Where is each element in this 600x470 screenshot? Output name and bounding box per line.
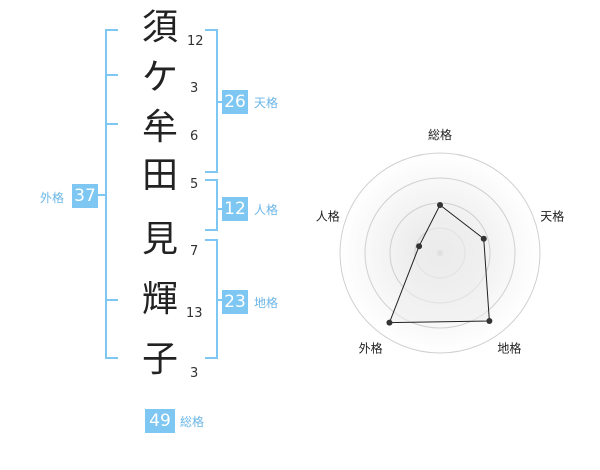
radar-ring — [339, 152, 541, 354]
name-char-3: 牟 — [141, 107, 178, 148]
name-char-2: ケ — [141, 57, 178, 98]
radar-point-4 — [386, 319, 393, 326]
gaikaku-label: 外格 — [40, 191, 65, 205]
stroke-count-1: 12 — [187, 34, 204, 49]
radar-axis-label-1: 総格 — [428, 127, 452, 142]
stroke-count-3: 6 — [190, 129, 199, 144]
radar-series-polygon — [388, 204, 490, 324]
soukaku-badge: 49 — [145, 409, 175, 433]
radar-point-3 — [486, 317, 493, 324]
jinkaku-badge: 12 — [222, 197, 248, 221]
radar-axis-label-5: 人格 — [316, 209, 340, 224]
name-char-7: 子 — [141, 339, 178, 380]
name-char-4: 田 — [141, 155, 178, 196]
name-char-6: 輝 — [141, 279, 178, 320]
stroke-count-7: 3 — [190, 366, 199, 381]
radar-axis-label-4: 外格 — [359, 340, 383, 355]
stroke-count-4: 5 — [190, 177, 199, 192]
chikaku-label: 地格 — [254, 296, 279, 310]
radar-point-1 — [437, 202, 443, 208]
name-char-1: 須 — [141, 7, 178, 48]
radar-ring — [364, 177, 516, 329]
soukaku-label: 総格 — [180, 415, 205, 429]
stroke-count-6: 13 — [186, 306, 203, 321]
tenkaku-label: 天格 — [254, 96, 279, 110]
chikaku-badge: 23 — [222, 290, 248, 314]
radar-point-5 — [416, 243, 423, 250]
radar-axis-label-3: 地格 — [497, 340, 521, 355]
tenkaku-badge: 26 — [222, 90, 248, 114]
radar-point-2 — [480, 235, 487, 242]
stroke-count-2: 3 — [190, 81, 199, 96]
gaikaku-badge: 37 — [72, 184, 98, 208]
name-char-5: 見 — [141, 219, 178, 260]
radar-axis-label-2: 天格 — [540, 209, 564, 224]
jinkaku-label: 人格 — [254, 203, 279, 217]
stroke-count-5: 7 — [190, 244, 199, 259]
